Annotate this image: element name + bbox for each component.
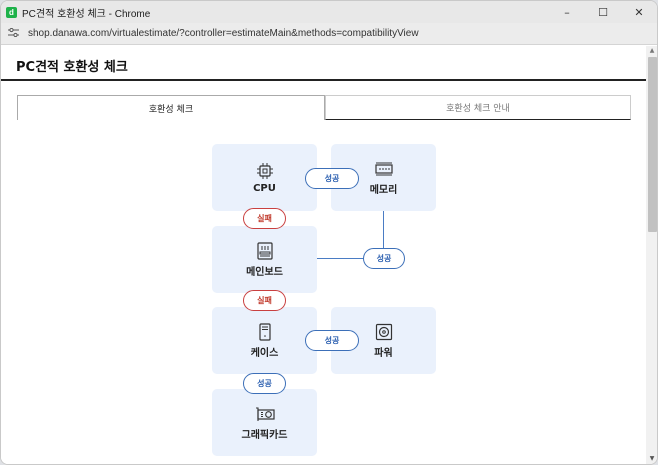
connector-line: [383, 205, 384, 248]
scrollbar-thumb[interactable]: [648, 57, 657, 232]
page-header: PC견적 호환성 체크: [1, 46, 646, 81]
tab-bar: 호환성 체크 호환성 체크 안내: [17, 95, 631, 120]
status-badge-case-power[interactable]: 성공: [305, 330, 359, 351]
connector-line: [306, 258, 364, 259]
tab-compatibility-guide[interactable]: 호환성 체크 안내: [325, 95, 631, 120]
cpu-chip-icon: [256, 162, 273, 179]
close-button[interactable]: ✕: [634, 5, 644, 19]
mainboard-icon: [256, 241, 273, 260]
status-badge-case-gpu[interactable]: 성공: [243, 373, 286, 394]
pc-case-icon: [258, 322, 271, 341]
page-title: PC견적 호환성 체크: [16, 60, 128, 75]
window-controls: – ☐ ✕: [549, 1, 657, 23]
status-badge-cpu-mainboard[interactable]: 실패: [243, 208, 286, 229]
graphics-card-icon: [255, 406, 275, 421]
danawa-favicon-icon: d: [6, 6, 17, 18]
node-label: 그래픽카드: [241, 429, 288, 441]
node-label: 파워: [374, 347, 393, 359]
minimize-button[interactable]: –: [564, 5, 570, 19]
node-cpu: CPU: [212, 144, 317, 211]
status-badge-cpu-memory[interactable]: 성공: [305, 168, 359, 189]
page-content: PC견적 호환성 체크 호환성 체크 호환성 체크 안내: [1, 46, 646, 464]
scroll-down-arrow-icon[interactable]: ▼: [649, 455, 655, 462]
memory-ram-icon: [374, 162, 393, 175]
node-gpu: 그래픽카드: [212, 389, 317, 456]
node-label: CPU: [253, 182, 276, 194]
vertical-scrollbar[interactable]: ▲ ▼: [646, 46, 657, 464]
node-mainboard: 메인보드: [212, 226, 317, 293]
node-memory: 메모리: [331, 144, 436, 211]
scroll-up-arrow-icon[interactable]: ▲: [649, 47, 655, 54]
address-bar: shop.danawa.com/virtualestimate/?control…: [1, 23, 657, 45]
status-badge-memory-mainboard[interactable]: 성공: [363, 248, 405, 269]
title-bar: d PC견적 호환성 체크 - Chrome – ☐ ✕: [1, 1, 657, 23]
node-label: 메인보드: [246, 266, 283, 278]
power-supply-icon: [375, 323, 392, 340]
node-case: 케이스: [212, 307, 317, 374]
tab-compatibility-check[interactable]: 호환성 체크: [17, 95, 325, 120]
status-badge-mainboard-case[interactable]: 실패: [243, 290, 286, 311]
window-title: PC견적 호환성 체크 - Chrome: [22, 8, 151, 20]
node-label: 메모리: [369, 184, 398, 196]
node-label: 케이스: [250, 347, 279, 359]
site-settings-icon[interactable]: [8, 27, 22, 40]
compatibility-diagram: ◂ ▸ ▴ ▾ ▴ ◂ ▴ ▾ ◂ ▸ ▴ ▾: [1, 1, 646, 464]
maximize-button[interactable]: ☐: [598, 5, 608, 19]
url-text[interactable]: shop.danawa.com/virtualestimate/?control…: [28, 28, 419, 39]
